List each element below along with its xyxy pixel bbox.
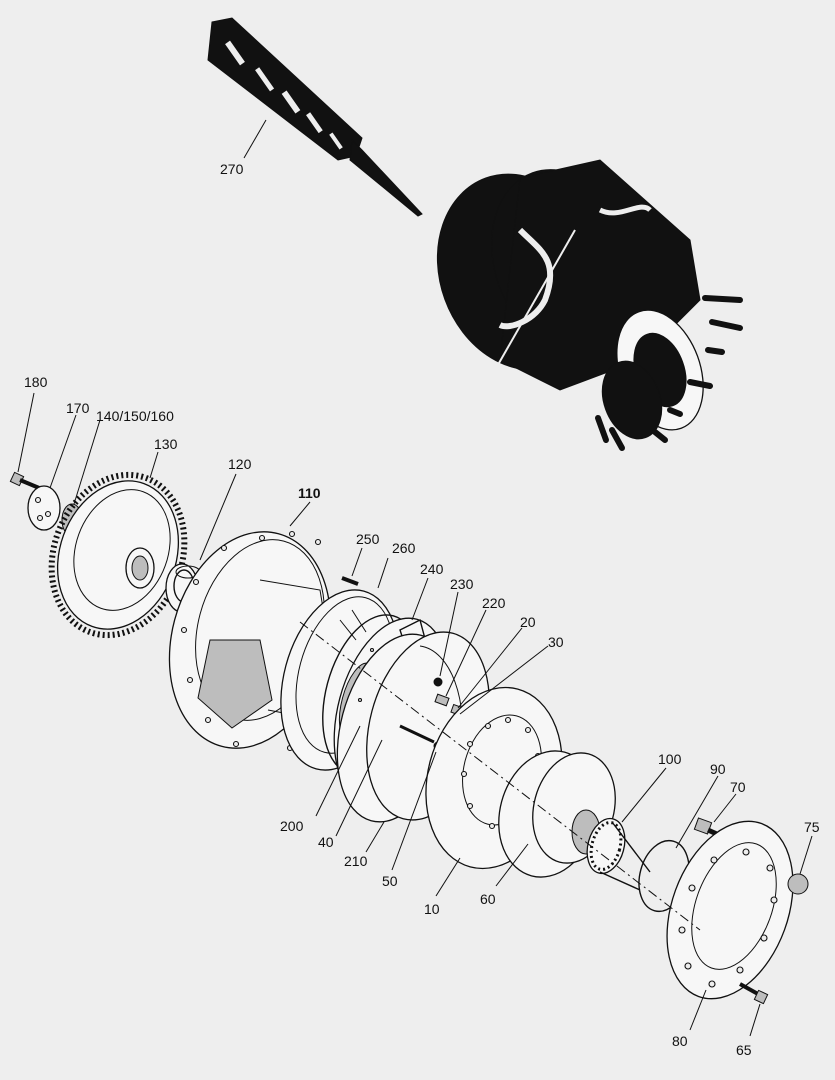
callout-240: 240: [420, 561, 444, 577]
part-270-tool: [207, 17, 423, 217]
part-170-washer: [27, 485, 61, 531]
callout-labels: 270 180 170 140/150/160 130 120 110 250 …: [24, 161, 820, 1058]
callout-75: 75: [804, 819, 820, 835]
callout-10: 10: [424, 901, 440, 917]
callout-70: 70: [730, 779, 746, 795]
callout-110: 110: [298, 485, 321, 501]
leader-lines: [17, 119, 813, 1037]
callout-140-150-160: 140/150/160: [96, 408, 174, 424]
part-80-flange: [666, 820, 794, 1000]
callout-100: 100: [658, 751, 682, 767]
callout-170: 170: [66, 400, 90, 416]
callout-220: 220: [482, 595, 506, 611]
callout-270: 270: [220, 161, 244, 177]
callout-20: 20: [520, 614, 536, 630]
part-75-nut: [787, 873, 809, 895]
part-65-bolt: [739, 982, 769, 1005]
callout-40: 40: [318, 834, 334, 850]
callout-30: 30: [548, 634, 564, 650]
callout-130: 130: [154, 436, 178, 452]
callout-260: 260: [392, 540, 416, 556]
callout-200: 200: [280, 818, 304, 834]
part-250-screw: [341, 576, 359, 586]
callout-250: 250: [356, 531, 380, 547]
callout-50: 50: [382, 873, 398, 889]
callout-230: 230: [450, 576, 474, 592]
callout-80: 80: [672, 1033, 688, 1049]
callout-180: 180: [24, 374, 48, 390]
callout-210: 210: [344, 853, 368, 869]
part-100-bearing: [586, 817, 651, 891]
center-axis-line: [299, 621, 701, 931]
callout-90: 90: [710, 761, 726, 777]
callout-65: 65: [736, 1042, 752, 1058]
assembled-hub-unit: [436, 159, 743, 451]
callout-60: 60: [480, 891, 496, 907]
callout-120: 120: [228, 456, 252, 472]
